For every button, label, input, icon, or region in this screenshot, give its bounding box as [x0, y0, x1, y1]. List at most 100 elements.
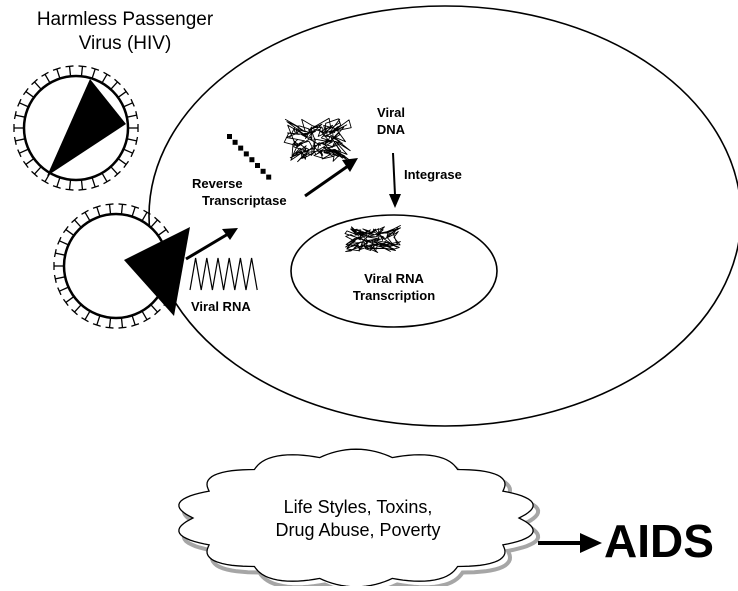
virus-spike — [34, 81, 42, 90]
virus-spike — [150, 304, 158, 313]
virus-spike-cap — [71, 216, 78, 224]
viral-dna-label-line-1: Viral — [377, 105, 405, 120]
chain-square — [260, 168, 266, 174]
virus-spike-cap — [52, 185, 61, 189]
cloud-text-line-1: Life Styles, Toxins, — [283, 497, 433, 517]
reverse-transcription-chain — [227, 134, 272, 180]
virus-spike — [55, 276, 66, 280]
virus-spike — [19, 102, 29, 108]
virus-spike-cap — [154, 308, 161, 316]
arrow-integrase — [392, 152, 396, 196]
virus-spike — [110, 81, 118, 90]
virus-spike — [44, 73, 51, 84]
virus-spike-cap — [114, 170, 121, 178]
virus-spike — [120, 204, 124, 215]
virus-spike — [91, 68, 96, 79]
cloud-text-line-2: Drug Abuse, Poverty — [275, 520, 441, 540]
chain-square — [238, 145, 244, 151]
virus-spike — [68, 179, 72, 190]
virus-spike-cap — [135, 136, 139, 145]
virus-spike — [15, 138, 26, 142]
viral-rna-strand — [189, 257, 258, 291]
virus-spike-cap — [78, 188, 87, 191]
virus-spike — [34, 166, 42, 175]
virus-spike-cap — [53, 249, 57, 258]
virus-spike — [68, 66, 72, 77]
virus-spike-cap — [130, 98, 135, 107]
virus-spike — [96, 206, 101, 217]
reverse-transcriptase-line-2: Transcriptase — [202, 193, 287, 208]
virus-spike-cap — [123, 87, 130, 96]
virus-spike-cap — [13, 136, 17, 145]
virus-spike-cap — [53, 274, 57, 283]
virus-spike-cap — [143, 209, 151, 215]
virus-spike — [25, 91, 35, 98]
virus-spike — [101, 73, 108, 84]
virus-title-line-1: Harmless Passenger — [36, 9, 214, 30]
chain-square — [249, 157, 255, 163]
virus-spike-cap — [123, 160, 130, 169]
dna-scribble — [344, 225, 401, 253]
cloud-text: Life Styles, Toxins, Drug Abuse, Poverty — [238, 496, 478, 542]
virus-spike-cap — [78, 65, 87, 68]
virus-spike — [80, 179, 84, 190]
virus-spike — [126, 114, 137, 118]
virus-spike — [123, 102, 133, 108]
virus-spike — [108, 204, 112, 215]
virus-spike — [157, 229, 167, 236]
virus-spike — [120, 317, 124, 328]
virus-spike-cap — [22, 160, 29, 169]
cell-nucleus — [290, 214, 498, 328]
virus-spike — [65, 229, 75, 236]
virus-spike-cap — [65, 188, 74, 191]
virus-spike — [126, 138, 137, 142]
arrow-integrase-head — [389, 194, 401, 208]
virus-spike — [131, 206, 136, 217]
virus-spike — [25, 158, 35, 165]
integrase-label: Integrase — [404, 167, 462, 182]
cloud-to-aids-arrow — [538, 533, 602, 553]
chain-square — [232, 139, 238, 145]
chain-square — [255, 163, 260, 168]
virus-spike — [59, 286, 69, 292]
virus-spike-cap — [92, 323, 101, 327]
virus-spike — [74, 219, 82, 228]
virus-spike — [56, 177, 61, 188]
virus-spike — [131, 315, 136, 326]
virus-spike-cap — [65, 65, 74, 68]
virus-spike — [84, 211, 91, 222]
virus-spike — [80, 66, 84, 77]
virus-spike-cap — [17, 98, 22, 107]
virus-spike-cap — [62, 298, 69, 307]
virus-spike-cap — [41, 71, 49, 77]
virus-spike-cap — [41, 179, 49, 185]
virus-spike — [91, 177, 96, 188]
cloud-outline-path — [178, 448, 534, 588]
virus-title: Harmless Passenger Virus (HIV) — [14, 8, 236, 56]
reverse-transcriptase-label: Reverse Transcriptase — [184, 175, 314, 209]
aids-label: AIDS — [604, 515, 714, 567]
virus-spike-cap — [22, 87, 29, 96]
arrow-rna-to-rt — [185, 232, 229, 261]
virus-spike — [55, 252, 66, 256]
free-virus-particle — [13, 65, 139, 191]
virus-spike-cap — [71, 308, 78, 316]
virus-spike-cap — [57, 287, 62, 296]
virus-spike-cap — [143, 317, 151, 323]
process-arrows — [185, 152, 401, 261]
viral-dna-tangle — [283, 117, 352, 163]
virus-spike-cap — [57, 236, 62, 245]
virus-spike — [96, 315, 101, 326]
virus-spike — [74, 304, 82, 313]
virus-core — [124, 227, 190, 316]
virus-spike-cap — [31, 170, 38, 178]
virus-spike — [110, 166, 118, 175]
virus-spike-cap — [62, 225, 69, 234]
virus-spike-cap — [105, 326, 114, 329]
virus-spike — [101, 172, 108, 183]
viral-rna-label: Viral RNA — [191, 299, 251, 314]
chain-square — [266, 174, 272, 180]
reverse-transcriptase-line-1: Reverse — [192, 176, 243, 191]
virus-spike-cap — [131, 205, 140, 209]
